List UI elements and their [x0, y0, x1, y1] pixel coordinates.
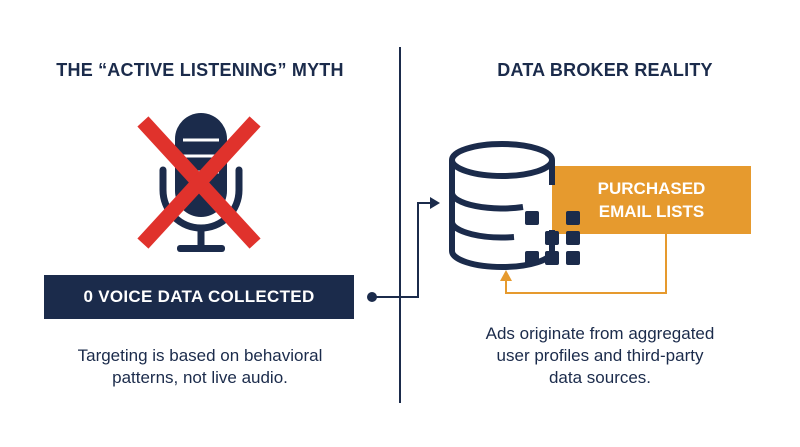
- box-line-1: PURCHASED: [597, 179, 706, 198]
- box-line-2: EMAIL LISTS: [598, 202, 705, 221]
- right-caption-line-1: Ads originate from aggregated: [485, 324, 715, 343]
- purchased-email-lists-box: PURCHASED EMAIL LISTS: [552, 166, 751, 234]
- right-caption-line-2: user profiles and third-party: [496, 346, 704, 365]
- right-heading: DATA BROKER REALITY: [497, 60, 713, 80]
- right-caption: Ads originate from aggregated user profi…: [430, 323, 770, 389]
- red-cross-icon: [137, 116, 261, 249]
- center-divider: [399, 47, 401, 403]
- right-caption-line-3: data sources.: [548, 368, 652, 387]
- data-grid-icon: [525, 211, 580, 265]
- left-heading: THE “ACTIVE LISTENING” MYTH: [56, 60, 344, 80]
- voice-data-badge-label: 0 VOICE DATA COLLECTED: [83, 287, 315, 306]
- left-caption-line-2: patterns, not live audio.: [112, 368, 288, 387]
- left-caption-line-1: Targeting is based on behavioral: [77, 346, 323, 365]
- voice-data-badge: 0 VOICE DATA COLLECTED: [44, 275, 354, 319]
- left-caption: Targeting is based on behavioral pattern…: [30, 345, 370, 389]
